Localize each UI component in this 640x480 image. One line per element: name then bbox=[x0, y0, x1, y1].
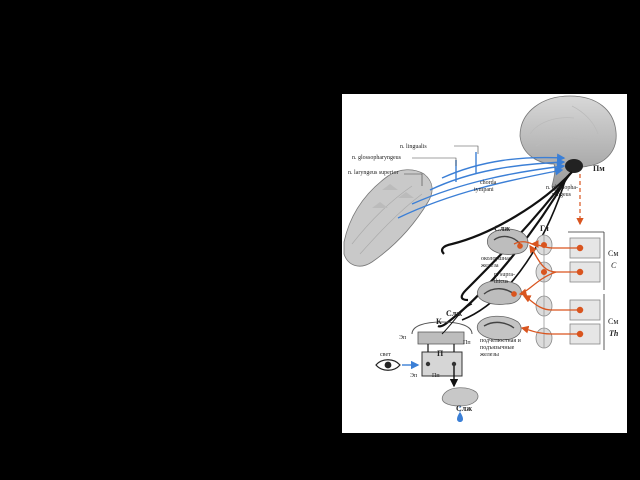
label-lingualis: n. lingualis bbox=[400, 144, 427, 150]
label-supra-1: n. supra- bbox=[494, 272, 515, 278]
sublingual-glands bbox=[476, 315, 522, 341]
label-ep-bottom: Эп bbox=[410, 373, 418, 379]
label-glands-1: подчелюстная и bbox=[480, 338, 521, 344]
salivation-reflex-diagram bbox=[343, 95, 617, 422]
label-gl: Гл bbox=[540, 224, 549, 233]
spinal-cord-segments bbox=[568, 231, 605, 350]
submandibular-gland bbox=[477, 280, 522, 305]
label-glosso-right-2: ryngeus bbox=[552, 192, 571, 198]
label-glands-2: подъязычные bbox=[480, 345, 515, 351]
label-svet: свет bbox=[380, 352, 391, 358]
label-p: П bbox=[437, 349, 444, 358]
label-pp-bottom: Пп bbox=[432, 373, 440, 379]
label-parotid-1: околоушная bbox=[481, 256, 512, 262]
efferent-sympathetic-paths bbox=[511, 240, 584, 338]
label-slzh-top: Слж bbox=[494, 224, 511, 233]
figure-panel: n. lingualis n. glossopharyngeus n. lary… bbox=[342, 94, 627, 433]
label-laryngeus: n. laryngeus superior bbox=[348, 170, 399, 176]
label-pm: Пм bbox=[593, 164, 605, 173]
label-chorda-1: chorda bbox=[480, 180, 497, 186]
label-glands-3: железы bbox=[480, 352, 499, 358]
afferent-nerves bbox=[397, 152, 566, 219]
label-k: К bbox=[436, 317, 442, 326]
label-supra-2: thicus bbox=[494, 279, 509, 285]
efferent-central-paths bbox=[437, 171, 573, 328]
parotid-gland bbox=[486, 228, 529, 255]
cortex-block bbox=[411, 303, 473, 388]
label-ep-top: Эп bbox=[399, 335, 407, 341]
brain bbox=[519, 95, 617, 192]
label-glosso-right-1: n. glossopha- bbox=[546, 185, 578, 191]
eye-icon bbox=[375, 359, 420, 371]
label-slzh-mid: Слж bbox=[446, 309, 463, 318]
saliva-bottom bbox=[441, 387, 479, 422]
label-slzh-bottom: Слж bbox=[456, 404, 473, 413]
label-glossopharyngeus: n. glossopharyngeus bbox=[352, 155, 401, 161]
label-sm-th-1: См bbox=[608, 317, 619, 326]
label-parotid-2: железа bbox=[481, 263, 499, 269]
label-sm-th-2: Th bbox=[609, 329, 619, 338]
tongue bbox=[343, 169, 433, 267]
label-chorda-2: tympani bbox=[474, 187, 494, 193]
ganglia bbox=[535, 234, 553, 349]
label-pp-top: Пп bbox=[463, 340, 471, 346]
label-sm-c-2: C bbox=[611, 261, 617, 270]
label-sm-c-1: См bbox=[608, 249, 619, 258]
nerve-label-leaders bbox=[404, 145, 479, 186]
